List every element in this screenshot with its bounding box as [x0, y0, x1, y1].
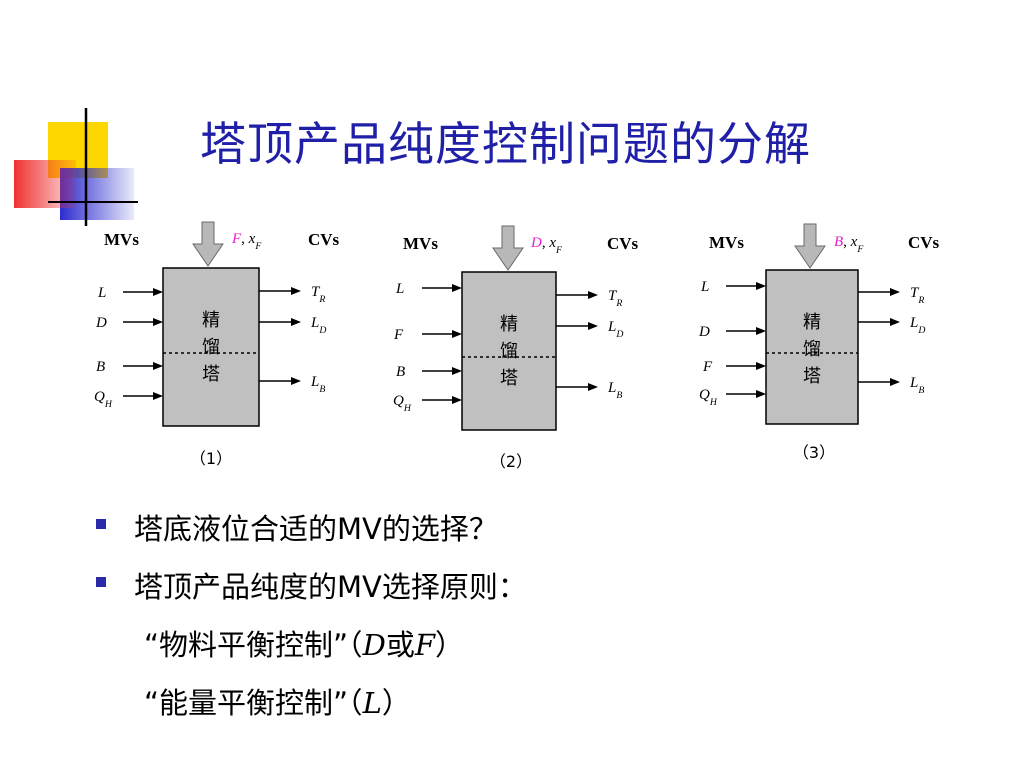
output-arrow-head [291, 318, 301, 326]
diagram-caption: （3） [793, 443, 835, 462]
output-arrow-head [291, 377, 301, 385]
feed-label: B, xF [834, 234, 864, 255]
sub-line-open: “能量平衡控制”（ [144, 686, 363, 720]
output-label: LB [310, 374, 325, 395]
input-arrow-head [452, 367, 462, 375]
input-label: QH [699, 387, 718, 408]
tower-label: 精 [803, 312, 821, 333]
tower-box [765, 269, 859, 425]
sub-line-close: ） [434, 628, 464, 662]
output-arrow-head [588, 383, 598, 391]
sub-line-var: L [362, 686, 382, 720]
tower-box [461, 271, 557, 431]
output-arrow-head [890, 288, 900, 296]
tower-label: 馏 [500, 341, 518, 362]
cvs-label: CVs [308, 230, 340, 249]
input-arrow-head [756, 327, 766, 335]
output-label: TR [910, 285, 924, 306]
output-arrow-head [588, 322, 598, 330]
diagram-caption: （2） [490, 452, 532, 471]
input-arrow-head [153, 288, 163, 296]
input-arrow-head [756, 282, 766, 290]
feed-down-arrow-icon [192, 221, 224, 267]
sub-line-var: F [414, 628, 435, 662]
feed-down-arrow-icon [794, 223, 826, 269]
bullet-square-icon [96, 577, 106, 587]
input-label: D [698, 324, 710, 340]
feed-label: D, xF [530, 235, 563, 256]
input-label: L [395, 281, 404, 297]
tower-label: 塔 [803, 366, 821, 387]
input-arrow-head [153, 362, 163, 370]
tower-label: 精 [500, 314, 518, 335]
output-arrow-head [291, 287, 301, 295]
input-arrow-head [452, 396, 462, 404]
diagram-caption: （1） [190, 449, 232, 468]
input-label: F [393, 327, 404, 343]
input-label: D [95, 315, 107, 331]
input-arrow-head [452, 284, 462, 292]
output-label: TR [311, 284, 325, 305]
input-arrow-head [756, 362, 766, 370]
output-label: LB [909, 375, 924, 396]
output-label: LD [607, 319, 623, 340]
tower-label: 塔 [202, 364, 220, 385]
output-label: LB [607, 380, 622, 401]
bullet-square-icon [96, 519, 106, 529]
feed-down-arrow-icon [492, 225, 524, 271]
mvs-label: MVs [104, 230, 139, 249]
tower-box [162, 267, 260, 427]
output-label: LD [310, 315, 326, 336]
tower-label: 馏 [202, 337, 220, 358]
input-label: B [96, 359, 105, 375]
feed-label: F, xF [231, 231, 262, 252]
output-arrow-head [588, 291, 598, 299]
input-arrow-head [756, 390, 766, 398]
output-label: LD [909, 315, 925, 336]
deco-red-square [14, 160, 76, 208]
cvs-label: CVs [607, 234, 639, 253]
input-label: B [396, 364, 405, 380]
mvs-label: MVs [403, 234, 438, 253]
cvs-label: CVs [908, 233, 940, 252]
tower-label: 塔 [500, 368, 518, 389]
output-arrow-head [890, 318, 900, 326]
output-arrow-head [890, 378, 900, 386]
input-label: F [702, 359, 713, 375]
input-label: QH [94, 389, 113, 410]
input-label: QH [393, 393, 412, 414]
sub-line: “能量平衡控制”（L） [144, 680, 411, 722]
bullet-text: 塔顶产品纯度的MV选择原则： [134, 570, 527, 604]
input-arrow-head [153, 318, 163, 326]
bullet-text: 塔底液位合适的MV的选择？ [134, 512, 498, 546]
sub-line: “物料平衡控制”（D或F） [144, 622, 464, 664]
sub-line-var: D [362, 628, 386, 662]
mvs-label: MVs [709, 233, 744, 252]
tower-label: 精 [202, 310, 220, 331]
sub-line-open: “物料平衡控制”（ [144, 628, 363, 662]
page-title: 塔顶产品纯度控制问题的分解 [200, 117, 811, 171]
corner-decoration [14, 108, 980, 226]
tower-label: 馏 [803, 339, 821, 360]
sub-line-close: ） [381, 686, 411, 720]
input-label: L [700, 279, 709, 295]
sub-line-mid: 或 [385, 628, 415, 662]
output-label: TR [608, 288, 622, 309]
input-arrow-head [153, 392, 163, 400]
input-arrow-head [452, 330, 462, 338]
input-label: L [97, 285, 106, 301]
